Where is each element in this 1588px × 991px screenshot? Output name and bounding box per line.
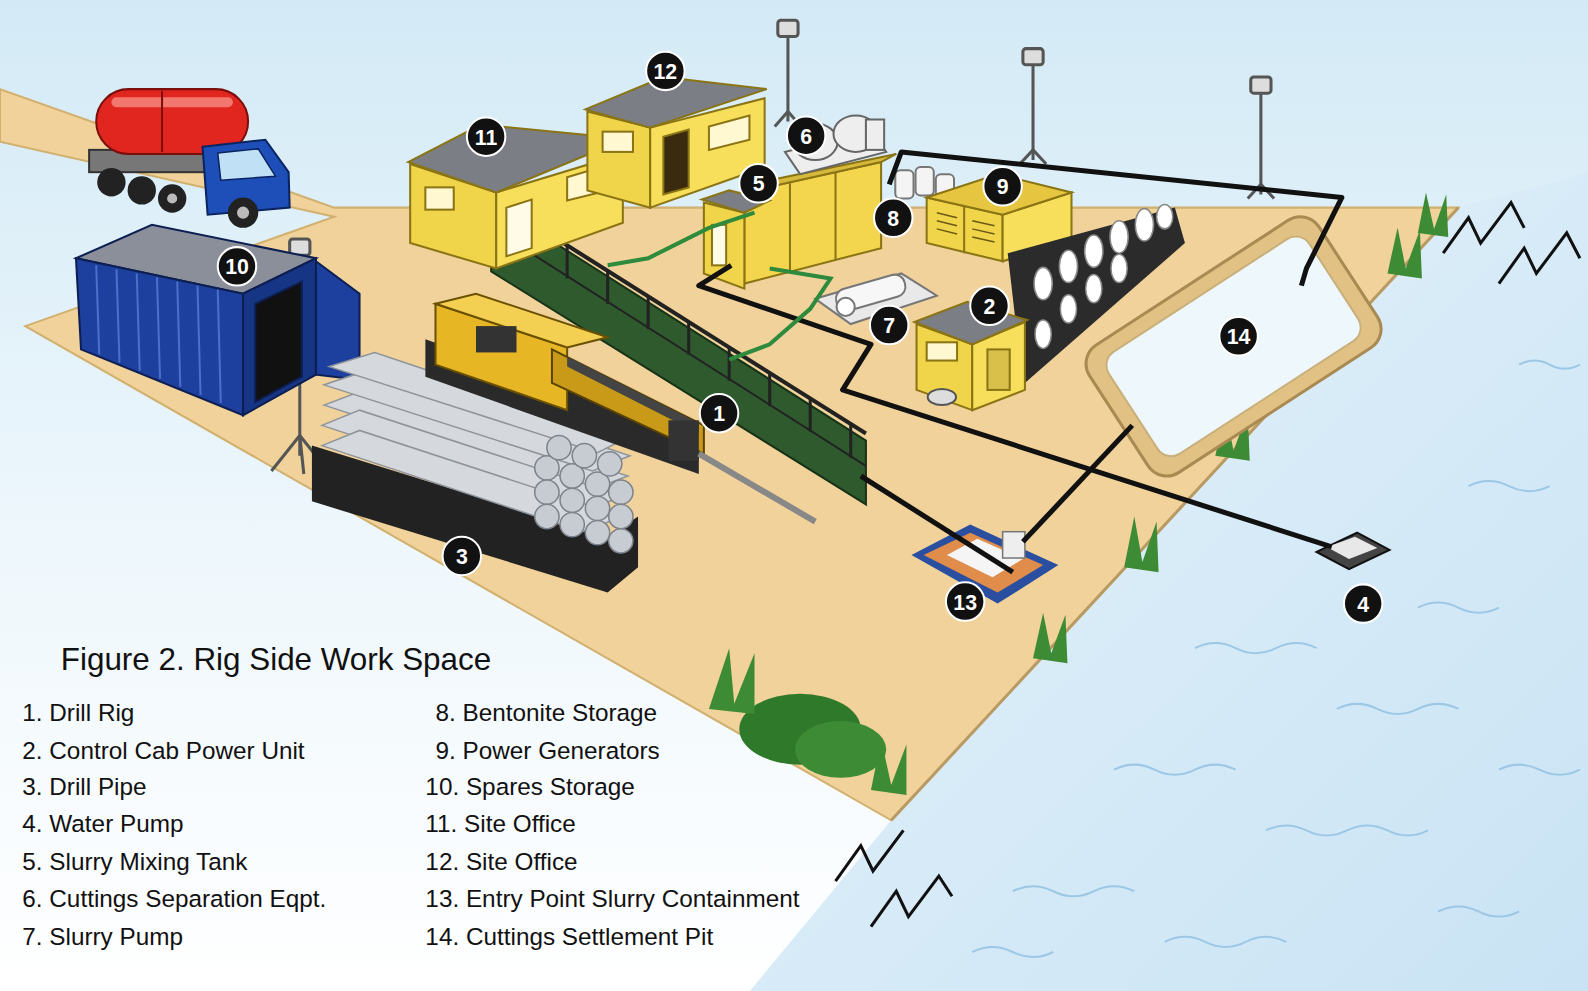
callout-number: 12 [645, 51, 686, 92]
callout-number: 7 [869, 305, 910, 346]
break-symbols [836, 203, 1580, 927]
drill-rig [425, 294, 815, 522]
key-item: 14. Cuttings Settlement Pit [425, 923, 713, 951]
callout-number: 10 [217, 246, 258, 287]
callout-text: 6 [800, 125, 812, 146]
callout-text: 7 [883, 314, 895, 335]
callout-text: 4 [1357, 593, 1369, 614]
key-item: 12. Site Office [425, 848, 577, 876]
cuttings-separation [785, 115, 886, 174]
callout-text: 1 [713, 403, 725, 424]
callout-text: 12 [654, 60, 678, 81]
callout-text: 2 [984, 295, 996, 316]
key-item: 13. Entry Point Slurry Containment [425, 885, 799, 913]
key-item: 5. Slurry Mixing Tank [22, 848, 247, 876]
key-item: 1. Drill Rig [22, 699, 134, 727]
green-hoses [608, 213, 831, 360]
callout-number: 13 [945, 581, 986, 622]
key-item: 8. Bentonite Storage [435, 699, 657, 727]
callout-number: 5 [738, 163, 779, 204]
callout-number: 14 [1218, 316, 1259, 357]
callout-number: 8 [873, 197, 914, 238]
key-item: 11. Site Office [425, 810, 575, 838]
key-item: 3. Drill Pipe [22, 773, 146, 801]
callout-text: 10 [225, 256, 249, 277]
callout-number: 9 [982, 166, 1023, 207]
control-cab [915, 302, 1027, 410]
callout-number: 2 [969, 286, 1010, 327]
key-item: 6. Cuttings Separation Eqpt. [22, 885, 326, 913]
key-item: 9. Power Generators [435, 736, 659, 764]
bank-edge [891, 208, 1458, 821]
key-item: 10. Spares Storage [425, 773, 634, 801]
spares-container [76, 225, 360, 415]
callout-text: 13 [953, 591, 977, 612]
callout-number: 1 [699, 393, 740, 434]
water-pump-box [1317, 533, 1390, 569]
callout-text: 3 [456, 545, 468, 566]
callout-text: 5 [753, 173, 765, 194]
callout-text: 9 [997, 176, 1009, 197]
callout-number: 6 [786, 115, 827, 156]
callout-number: 3 [442, 536, 483, 577]
bushes [709, 192, 1448, 795]
entry-containment [911, 525, 1058, 604]
tanker-truck [89, 89, 290, 228]
ground [0, 89, 1458, 820]
settlement-pit [1078, 208, 1390, 484]
callout-text: 8 [887, 207, 899, 228]
hoses [699, 152, 1342, 572]
callout-text: 14 [1227, 326, 1251, 347]
callout-text: 11 [475, 126, 497, 147]
callout-number: 11 [466, 116, 507, 157]
key-item: 2. Control Cab Power Unit [22, 736, 304, 764]
key-item: 4. Water Pump [22, 810, 183, 838]
key-item: 7. Slurry Pump [22, 923, 183, 951]
callout-number: 4 [1343, 583, 1384, 624]
figure-title: Figure 2. Rig Side Work Space [61, 642, 491, 678]
